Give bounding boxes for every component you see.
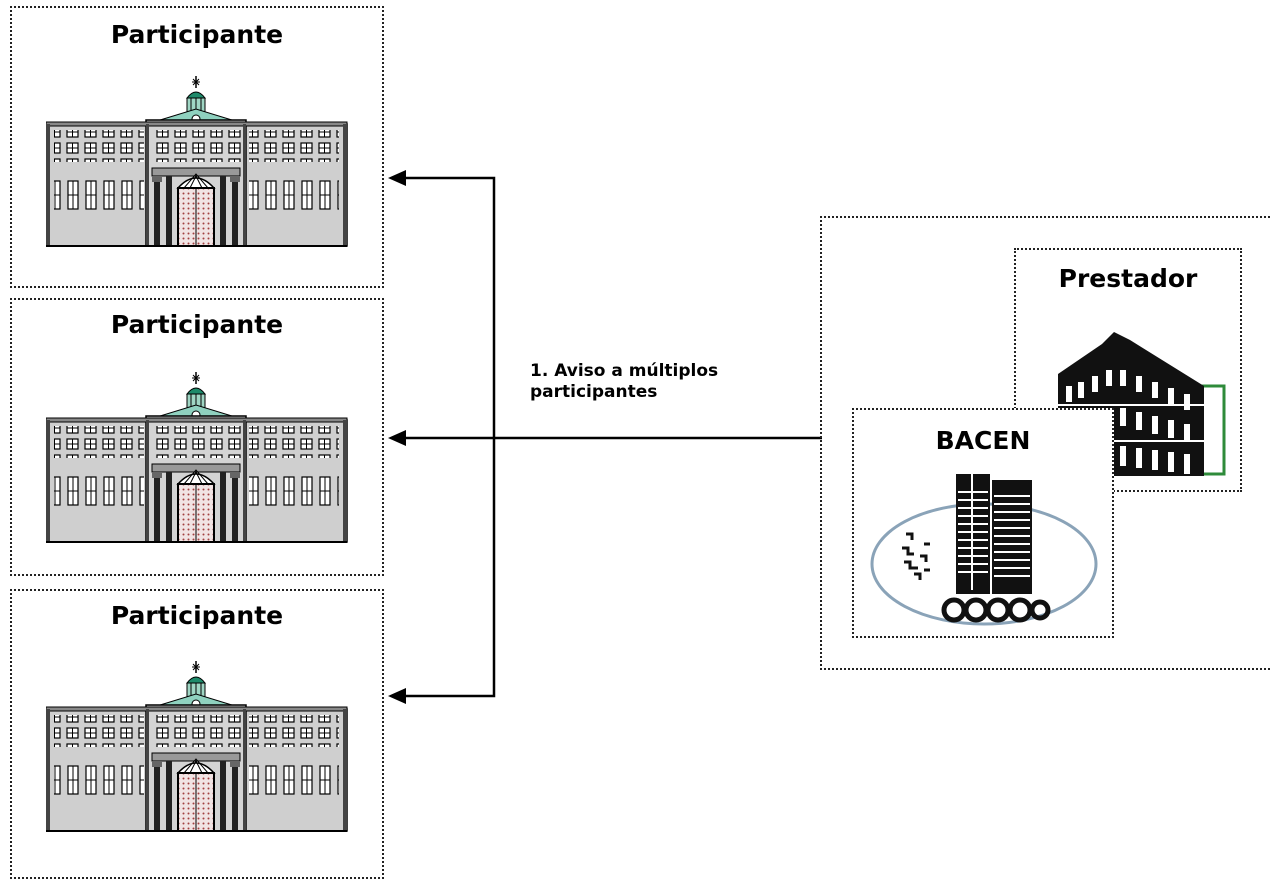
bacen-label: BACEN: [935, 426, 1031, 455]
participant-label: Participante: [110, 20, 284, 49]
arrow-label: 1. Aviso a múltiplos participantes: [530, 361, 718, 403]
participant-box-2: Participante: [10, 298, 384, 576]
bacen-building-icon: [870, 474, 1098, 626]
arrow-to-participant-3: [404, 438, 496, 698]
participant-label: Participante: [110, 601, 284, 630]
arrowhead-1: [388, 170, 406, 186]
arrow-label-line1: 1. Aviso a múltiplos: [530, 361, 719, 381]
participant-box-1: Participante: [10, 6, 384, 288]
provider-group-box: [820, 216, 1272, 670]
participant-label: Participante: [110, 310, 284, 339]
bacen-box: BACEN: [852, 408, 1114, 638]
arrow-label-line2: participantes: [530, 382, 658, 402]
participant-box-3: Participante: [10, 589, 384, 879]
arrow-to-participant-1: [404, 176, 496, 438]
arrowhead-2: [388, 430, 406, 446]
arrowhead-3: [388, 688, 406, 704]
prestador-label: Prestador: [1058, 264, 1198, 293]
